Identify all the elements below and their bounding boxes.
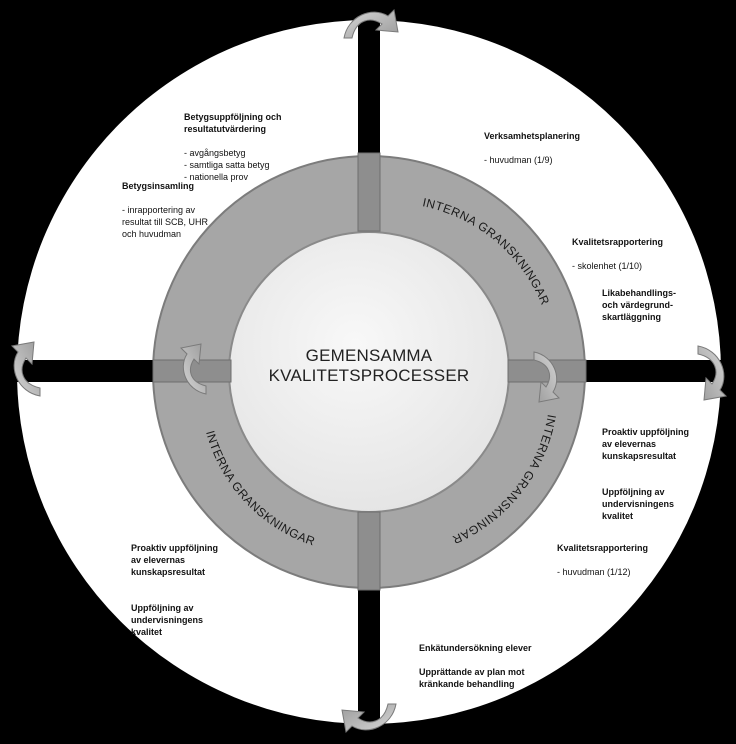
- center-title-line-1: GEMENSAMMA: [305, 346, 433, 365]
- note-teaching-right: Uppföljning av undervisningens kvalitet: [602, 487, 675, 521]
- note-grade-followup: Betygsuppföljning och resultatutvärderin…: [184, 112, 282, 182]
- ring-bar-top: [357, 152, 381, 232]
- axis-bar-top: [358, 20, 380, 153]
- center-title-line-2: KVALITETSPROCESSER: [268, 366, 470, 385]
- note-grade-collection: Betygsinsamling - inrapportering av resu…: [122, 181, 209, 239]
- axis-bar-right: [585, 360, 721, 382]
- curved-arrow-icon: [533, 351, 561, 403]
- note-proactive-right: Proaktiv uppföljning av elevernas kunska…: [602, 427, 689, 461]
- ring-bar-bottom: [357, 511, 381, 591]
- curved-arrow-icon: [697, 345, 728, 401]
- axis-bar-bottom: [358, 590, 380, 724]
- curved-arrow-icon: [179, 343, 207, 395]
- center-title: GEMENSAMMA KVALITETSPROCESSER: [262, 346, 476, 386]
- note-quality-report-principal: Kvalitetsrapportering - huvudman (1/12): [557, 543, 649, 577]
- note-harassment-plan: Upprättande av plan mot kränkande behand…: [419, 667, 525, 689]
- note-teaching-left: Uppföljning av undervisningens kvalitet: [131, 603, 204, 637]
- note-student-survey: Enkätundersökning elever: [419, 643, 532, 653]
- note-operations-planning: Verksamhetsplanering - huvudman (1/9): [484, 131, 581, 165]
- note-proactive-left: Proaktiv uppföljning av elevernas kunska…: [131, 543, 218, 577]
- curved-arrow-icon: [341, 703, 397, 734]
- curved-arrow-icon: [343, 8, 399, 39]
- note-quality-report-school: Kvalitetsrapportering - skolenhet (1/10): [572, 237, 664, 271]
- axis-bar-left: [17, 360, 153, 382]
- note-equality-mapping: Likabehandlings- och värdegrund- skartlä…: [602, 288, 677, 322]
- curved-arrow-icon: [10, 341, 41, 397]
